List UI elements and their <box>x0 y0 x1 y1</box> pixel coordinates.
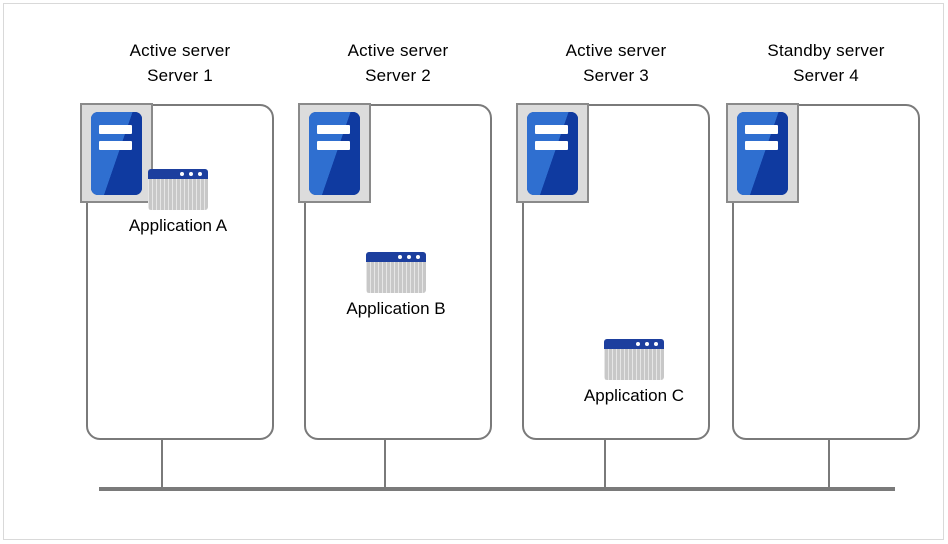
server-icon-4 <box>726 103 799 203</box>
network-drop-line-3 <box>604 440 606 489</box>
network-drop-line-4 <box>828 440 830 489</box>
server-name-3: Server 3 <box>583 66 649 85</box>
server-icon-2 <box>298 103 371 203</box>
server-column-1: Active server Server 1 Application A <box>76 0 284 544</box>
server-icon-1 <box>80 103 153 203</box>
server-chassis-4 <box>737 112 788 195</box>
server-icon-3 <box>516 103 589 203</box>
server-caption-3: Active server Server 3 <box>512 38 720 88</box>
application-window-icon <box>366 252 426 293</box>
application-a-label: Application A <box>128 216 228 235</box>
server-chassis-2 <box>309 112 360 195</box>
server-role-3: Active server <box>565 41 667 60</box>
server-name-4: Server 4 <box>793 66 859 85</box>
server-chassis-3 <box>527 112 578 195</box>
server-name-1: Server 1 <box>147 66 213 85</box>
server-role-2: Active server <box>347 41 449 60</box>
server-column-2: Active server Server 2 Application B <box>294 0 502 544</box>
server-role-1: Active server <box>129 41 231 60</box>
application-window-icon <box>604 339 664 380</box>
server-caption-1: Active server Server 1 <box>76 38 284 88</box>
application-window-icon <box>148 169 208 210</box>
network-bus-line <box>99 487 895 491</box>
server-caption-2: Active server Server 2 <box>294 38 502 88</box>
application-c[interactable]: Application C <box>581 339 687 407</box>
application-c-label: Application C <box>583 386 685 405</box>
server-column-3: Active server Server 3 Application C <box>512 0 720 544</box>
network-drop-line-1 <box>161 440 163 489</box>
server-name-2: Server 2 <box>365 66 431 85</box>
application-a[interactable]: Application A <box>125 169 231 237</box>
server-column-4: Standby server Server 4 <box>722 0 930 544</box>
application-b-label: Application B <box>346 299 446 318</box>
application-b[interactable]: Application B <box>343 252 449 320</box>
network-drop-line-2 <box>384 440 386 489</box>
server-chassis-1 <box>91 112 142 195</box>
server-caption-4: Standby server Server 4 <box>722 38 930 88</box>
server-role-4: Standby server <box>767 41 885 60</box>
